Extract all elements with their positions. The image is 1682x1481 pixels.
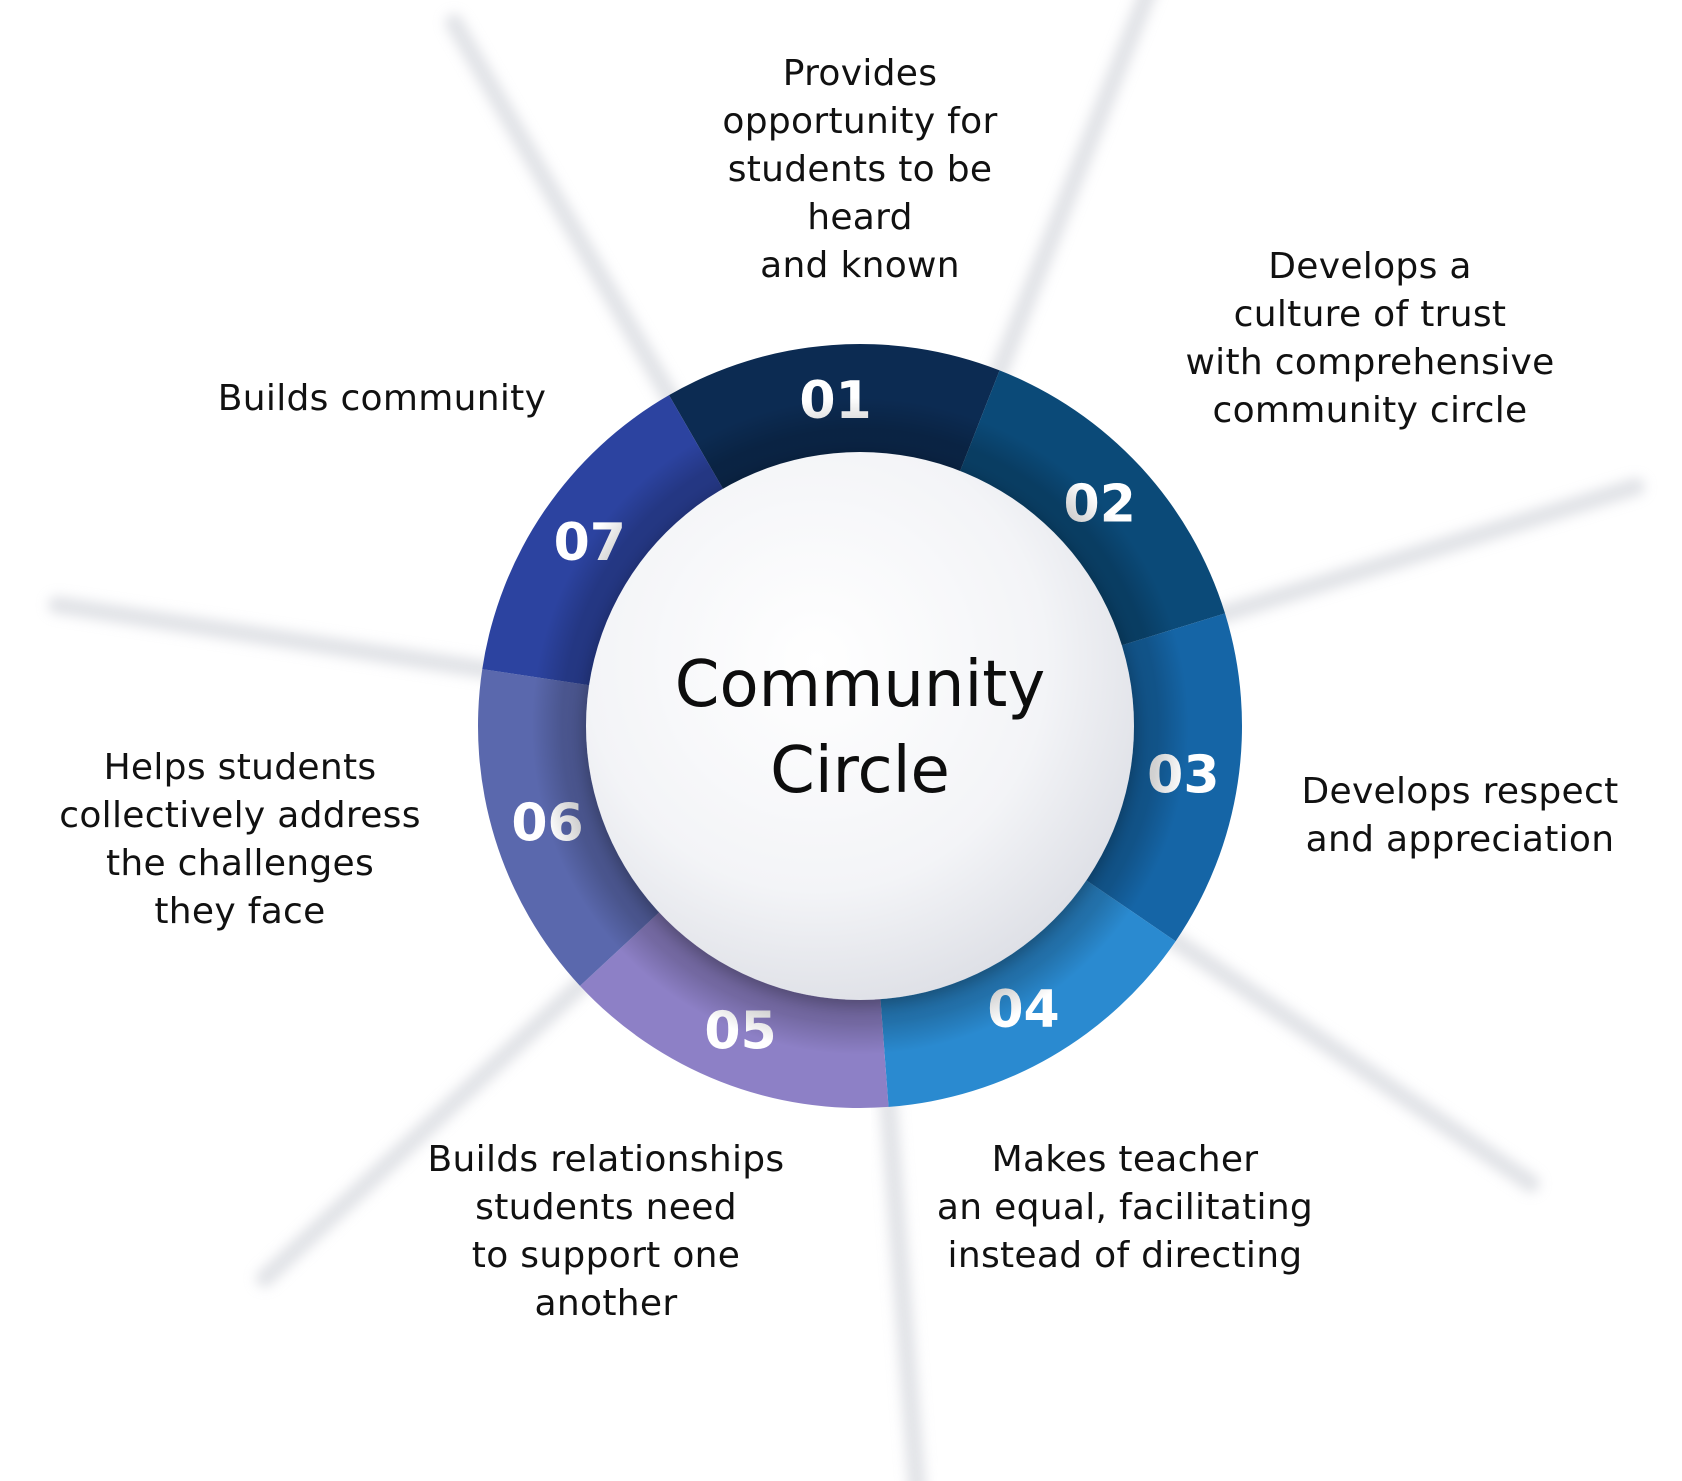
description-line: Makes teacher <box>991 1139 1259 1180</box>
description-line: Helps students <box>103 747 377 788</box>
description-04: Makes teacher an equal, facilitating inste… <box>865 1136 1385 1280</box>
description-line: they face <box>154 891 326 932</box>
separator-beam <box>986 0 1155 389</box>
description-line: Develops a <box>1268 246 1472 287</box>
description-line: with comprehensive <box>1185 342 1555 383</box>
description-01: Provides opportunity for students to be hea… <box>600 50 1120 290</box>
description-line: students need <box>475 1187 737 1228</box>
description-line: Develops respect <box>1301 771 1619 812</box>
description-05: Builds relationships students need to supp… <box>346 1136 866 1328</box>
description-line: to support one <box>471 1235 741 1276</box>
description-07: Builds community <box>122 375 642 423</box>
center-disc: Community Circle <box>586 452 1134 1000</box>
description-06: Helps students collectively address the ch… <box>0 744 500 936</box>
description-line: Builds community <box>217 378 547 419</box>
center-title-line-1: Community <box>675 648 1045 722</box>
separator-beam <box>1206 477 1645 626</box>
separator-beam <box>1158 926 1540 1193</box>
description-line: collectively address <box>59 795 421 836</box>
separator-beams <box>48 0 1645 1481</box>
description-line: an equal, facilitating <box>936 1187 1314 1228</box>
description-line: culture of trust <box>1233 294 1507 335</box>
description-02: Develops a culture of trust with comprehen… <box>1110 243 1630 435</box>
description-line: Builds relationships <box>427 1139 785 1180</box>
center-title-line-2: Circle <box>770 734 950 808</box>
separator-beam <box>445 13 683 413</box>
description-line: instead of directing <box>947 1235 1303 1276</box>
description-line: community circle <box>1212 390 1528 431</box>
description-03: Develops respect and appreciation <box>1200 768 1682 864</box>
description-line: heard <box>807 197 913 238</box>
description-line: and appreciation <box>1305 819 1615 860</box>
description-line: students to be <box>727 149 993 190</box>
center-circle <box>586 452 1134 1000</box>
separator-beam <box>878 1087 926 1481</box>
description-line: another <box>534 1283 678 1324</box>
description-line: Provides <box>782 53 938 94</box>
description-line: the challenges <box>105 843 375 884</box>
description-line: and known <box>760 245 960 286</box>
description-line: opportunity for <box>722 101 998 142</box>
separator-beam <box>48 595 502 680</box>
separator-beam <box>255 970 597 1288</box>
